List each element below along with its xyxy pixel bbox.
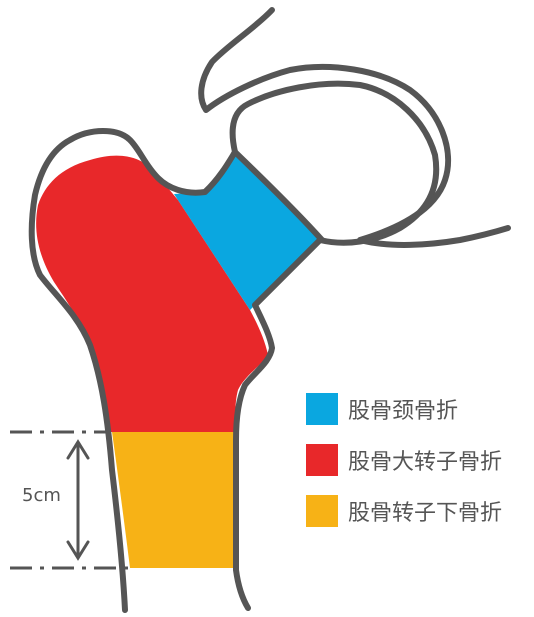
- femur-outline: [28, 7, 511, 613]
- trochanter-region: [36, 155, 269, 433]
- legend-label-trochanter: 股骨大转子骨折: [348, 450, 502, 475]
- legend-swatch-trochanter: [306, 444, 338, 476]
- legend-swatch-subtrochanter: [306, 495, 338, 527]
- legend-label-neck: 股骨颈骨折: [348, 399, 458, 424]
- legend-label-subtrochanter: 股骨转子下骨折: [348, 501, 502, 526]
- neck-region: [174, 155, 320, 310]
- subtrochanter-region: [112, 432, 236, 568]
- arrow-up-icon: [66, 439, 90, 460]
- dimension-label: 5cm: [22, 485, 61, 506]
- dimension-marker: [10, 430, 130, 570]
- legend-swatch-neck: [306, 393, 338, 425]
- legend: 股骨颈骨折 股骨大转子骨折 股骨转子下骨折: [306, 393, 502, 527]
- arrow-down-icon: [66, 540, 90, 561]
